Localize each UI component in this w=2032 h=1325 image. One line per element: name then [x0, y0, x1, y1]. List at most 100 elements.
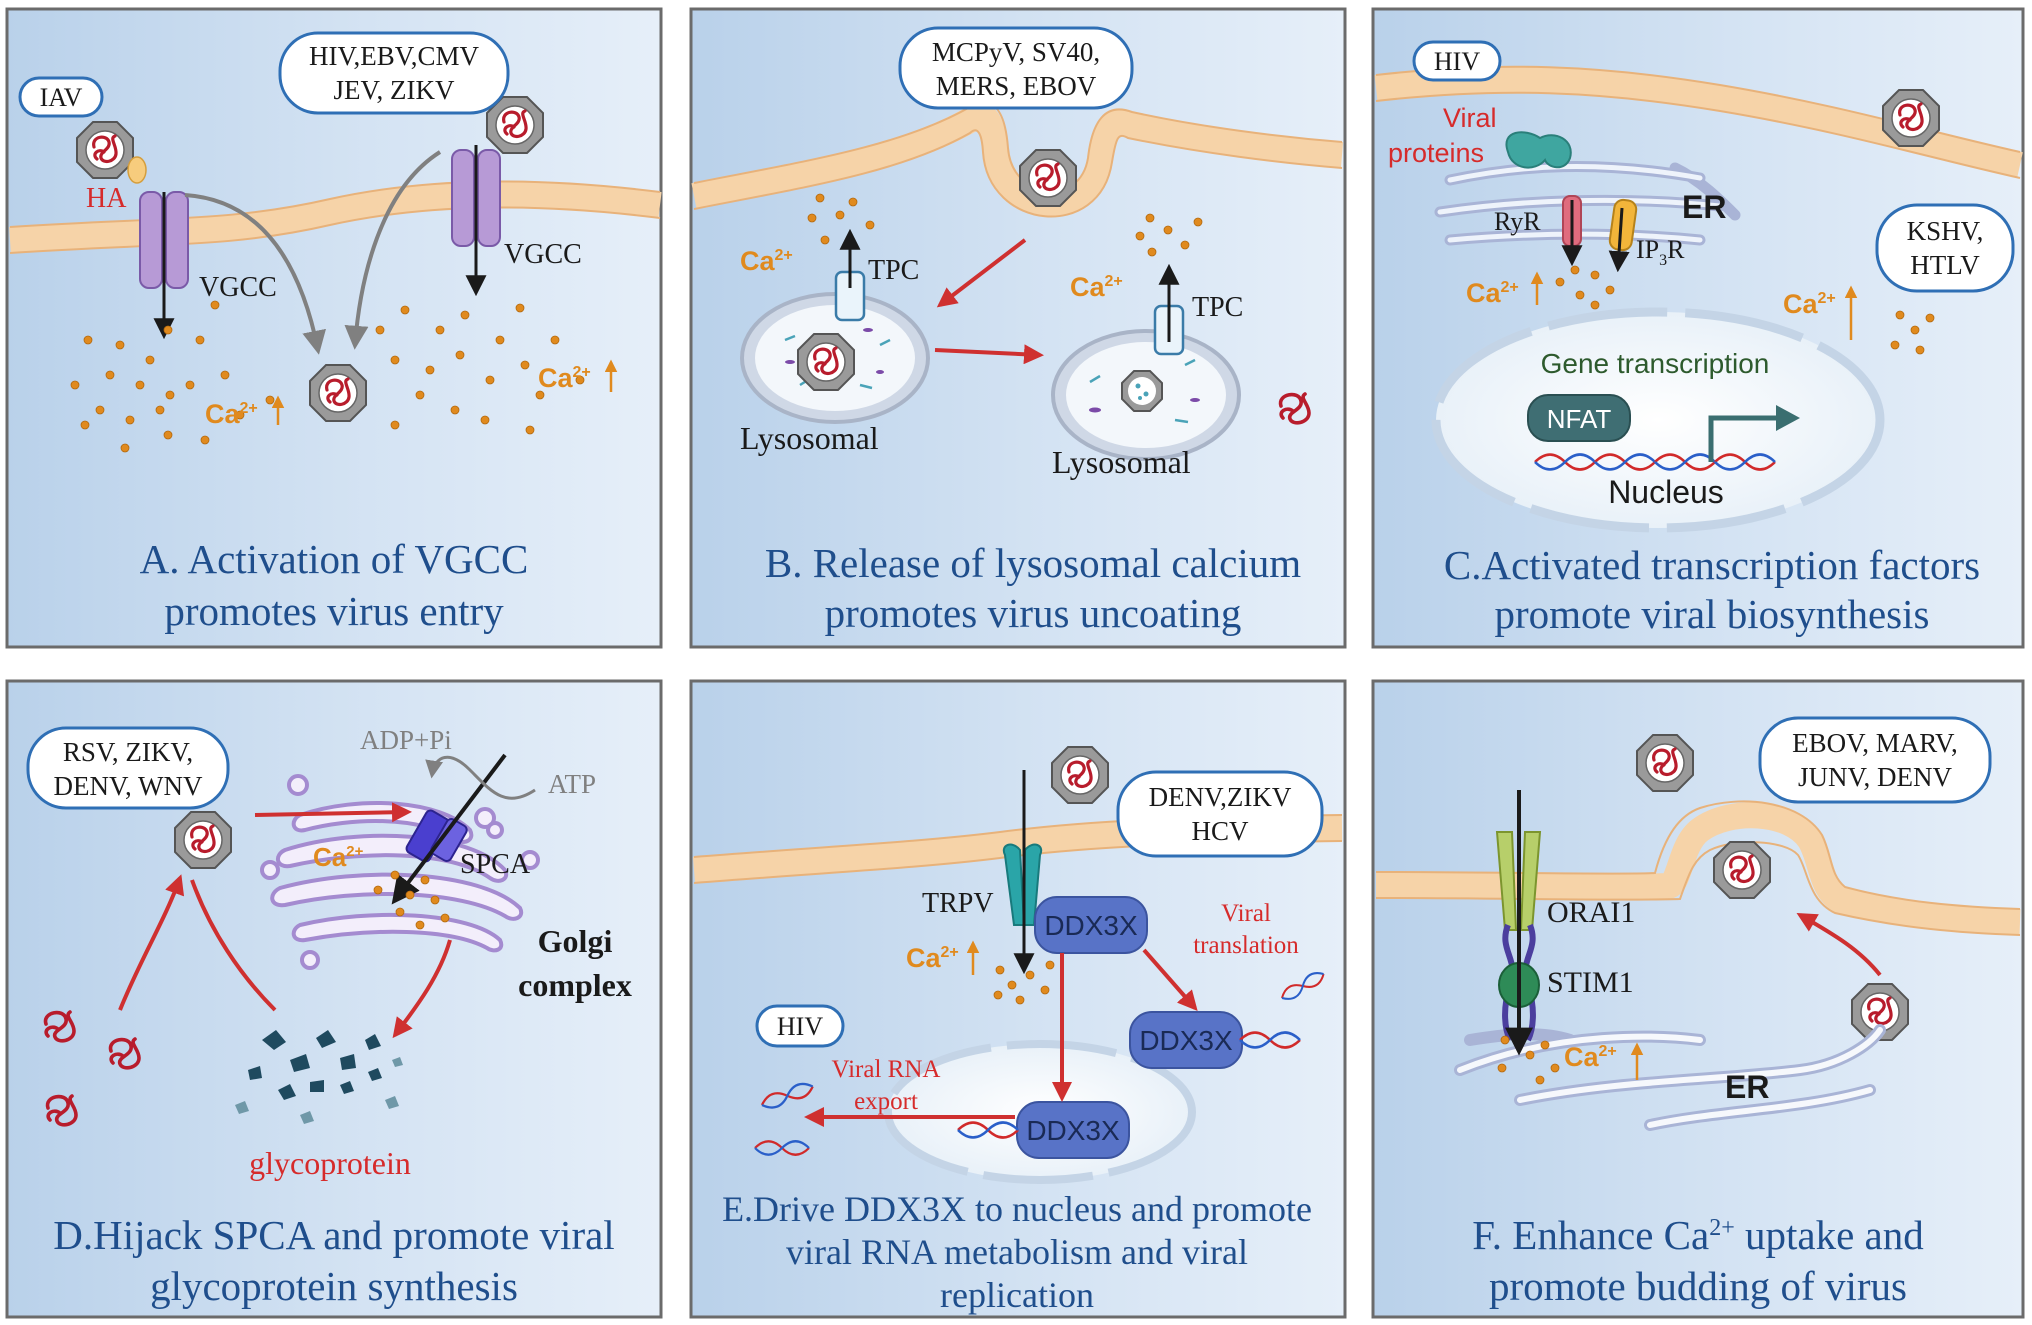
rna-export-label: export [854, 1088, 918, 1115]
ddx3x-label: DDX3X [1044, 910, 1138, 941]
viral-translation-label: translation [1193, 932, 1299, 959]
virus-particle-budding [1712, 840, 1772, 900]
virus-tag-text: HIV,EBV,CMV [309, 41, 480, 71]
calcium-label-right: Ca2+ [538, 359, 618, 393]
panel-caption: D.Hijack SPCA and promote viral [53, 1212, 614, 1258]
tpc-label-1: TPC [868, 255, 919, 286]
svg-text:Ca2+: Ca2+ [906, 943, 959, 973]
virus-tag-mcpyv: MCPyV, SV40, MERS, EBOV [898, 26, 1134, 110]
ddx3x-protein [1034, 896, 1148, 954]
virus-tag-text: HIV [1434, 47, 1480, 76]
virus-tag-hiv: HIV [755, 1004, 845, 1048]
virus-particle-endocytosed [1018, 148, 1078, 208]
ddx3x-protein [1129, 1011, 1243, 1069]
lysosome-label-2: Lysosomal [1052, 444, 1191, 480]
golgi-label: complex [518, 967, 632, 1003]
virus-tag-text: RSV, ZIKV, [63, 737, 193, 767]
panel-caption: promote budding of virus [1489, 1263, 1907, 1309]
calcium-label: Ca2+ [906, 940, 980, 975]
virus-tag-text: HCV [1191, 816, 1249, 846]
panel-caption: F. Enhance Ca2+ uptake and [1472, 1212, 1923, 1258]
nucleus-label: Nucleus [1608, 474, 1724, 510]
virus-tag-text: EBOV, MARV, [1792, 728, 1958, 758]
lysosome-1 [740, 292, 930, 424]
glycoprotein-fragments [235, 1030, 403, 1124]
panel-f: EBOV, MARV, JUNV, DENV ORAI1 STIM1 Ca2+ … [1371, 679, 2025, 1319]
calcium-label: Ca2+ [1070, 272, 1123, 302]
viral-proteins-label: proteins [1388, 138, 1484, 168]
virus-tag-text: MCPyV, SV40, [932, 37, 1100, 67]
viral-proteins-label: Viral [1443, 103, 1497, 133]
panel-e: DENV,ZIKV HCV HIV TRPV Ca2+ DDX3X DDX3X … [689, 679, 1347, 1319]
virus-particle [485, 95, 545, 155]
panel-b: MCPyV, SV40, MERS, EBOV Ca2+ Ca2+ TPC TP… [689, 7, 1347, 649]
atp-label: ATP [548, 769, 596, 799]
trpv-label: TRPV [922, 888, 994, 919]
virus-tag-text: IAV [40, 83, 83, 112]
virus-tag-text: DENV,ZIKV [1149, 782, 1292, 812]
rna-export-label: Viral RNA [832, 1056, 941, 1083]
panel-caption: A. Activation of VGCC [140, 536, 529, 582]
ddx3x-label: DDX3X [1026, 1115, 1120, 1146]
panel-caption: B. Release of lysosomal calcium [765, 540, 1301, 586]
er-label: ER [1682, 189, 1726, 225]
vgcc-label-right: VGCC [504, 239, 582, 270]
calcium-label: Ca2+ [313, 842, 364, 872]
golgi-label: Golgi [538, 923, 613, 959]
lysosome-label-1: Lysosomal [740, 420, 879, 456]
virus-particle-inside [308, 363, 368, 423]
svg-text:Ca2+: Ca2+ [1466, 278, 1519, 308]
virus-tag-hiv: HIV [1412, 40, 1502, 82]
virus-particle [1050, 745, 1110, 805]
vgcc-channel-right [451, 149, 501, 247]
virus-tag-text: DENV, WNV [53, 771, 203, 801]
panel-caption: viral RNA metabolism and viral [786, 1232, 1248, 1272]
panel-caption: replication [940, 1275, 1094, 1315]
virus-particle [75, 120, 135, 180]
ha-protein [127, 156, 147, 184]
er-label: ER [1725, 1069, 1769, 1105]
panel-caption: promotes virus entry [164, 588, 504, 634]
vgcc-channel-left [139, 191, 189, 289]
virus-tag-iav: IAV [18, 76, 104, 118]
calcium-label: Ca2+ [740, 246, 793, 276]
nfat-label: NFAT [1547, 404, 1612, 434]
cell-membrane [1375, 802, 2021, 935]
panel-caption: promotes virus uncoating [825, 590, 1242, 636]
nucleus [1431, 307, 1885, 533]
calcium-label: Ca2+ [1564, 1042, 1644, 1080]
viral-translation-label: Viral [1221, 900, 1271, 927]
ha-label: HA [86, 183, 127, 214]
panel-caption: E.Drive DDX3X to nucleus and promote [722, 1189, 1312, 1229]
lysosome-2 [1051, 329, 1241, 461]
virus-tag-text: HIV [777, 1012, 823, 1041]
svg-text:Ca2+: Ca2+ [538, 363, 591, 393]
virus-tag-text: JEV, ZIKV [334, 75, 456, 105]
panel-c: HIV KSHV, HTLV Viral proteins RyR IP3R E… [1371, 7, 2025, 649]
tpc-label-2: TPC [1192, 292, 1243, 323]
panel-caption: glycoprotein synthesis [150, 1263, 518, 1309]
virus-tag-text: HTLV [1910, 250, 1980, 280]
vgcc-label-left: VGCC [199, 272, 277, 303]
ryr-label: RyR [1494, 207, 1541, 236]
calcium-label-right: Ca2+ [1783, 285, 1858, 340]
adp-label: ADP+Pi [360, 725, 452, 755]
nfat-factor [1527, 394, 1631, 442]
panel-a: IAV HIV,EBV,CMV JEV, ZIKV HA VGCC VGCC C… [5, 7, 663, 649]
svg-text:Ca2+: Ca2+ [1564, 1042, 1617, 1072]
virus-particle [1881, 88, 1941, 148]
ip3r-label: IP3R [1636, 235, 1685, 269]
orai1-label: ORAI1 [1547, 896, 1635, 929]
calcium-label-left: Ca2+ [1466, 271, 1544, 308]
virus-tag-hiv-group: HIV,EBV,CMV JEV, ZIKV [278, 31, 510, 115]
svg-text:Ca2+: Ca2+ [205, 399, 258, 429]
gene-transcription-label: Gene transcription [1541, 348, 1770, 379]
virus-tag-text: JUNV, DENV [1798, 762, 1953, 792]
ddx3x-label: DDX3X [1139, 1025, 1233, 1056]
virus-particle [173, 810, 233, 870]
virus-tag-rsv: RSV, ZIKV, DENV, WNV [26, 726, 230, 810]
spca-label: SPCA [460, 849, 531, 880]
transcription-arrow [1776, 405, 1800, 431]
panel-d: RSV, ZIKV, DENV, WNV ADP+Pi ATP SPCA Ca2… [5, 679, 663, 1319]
